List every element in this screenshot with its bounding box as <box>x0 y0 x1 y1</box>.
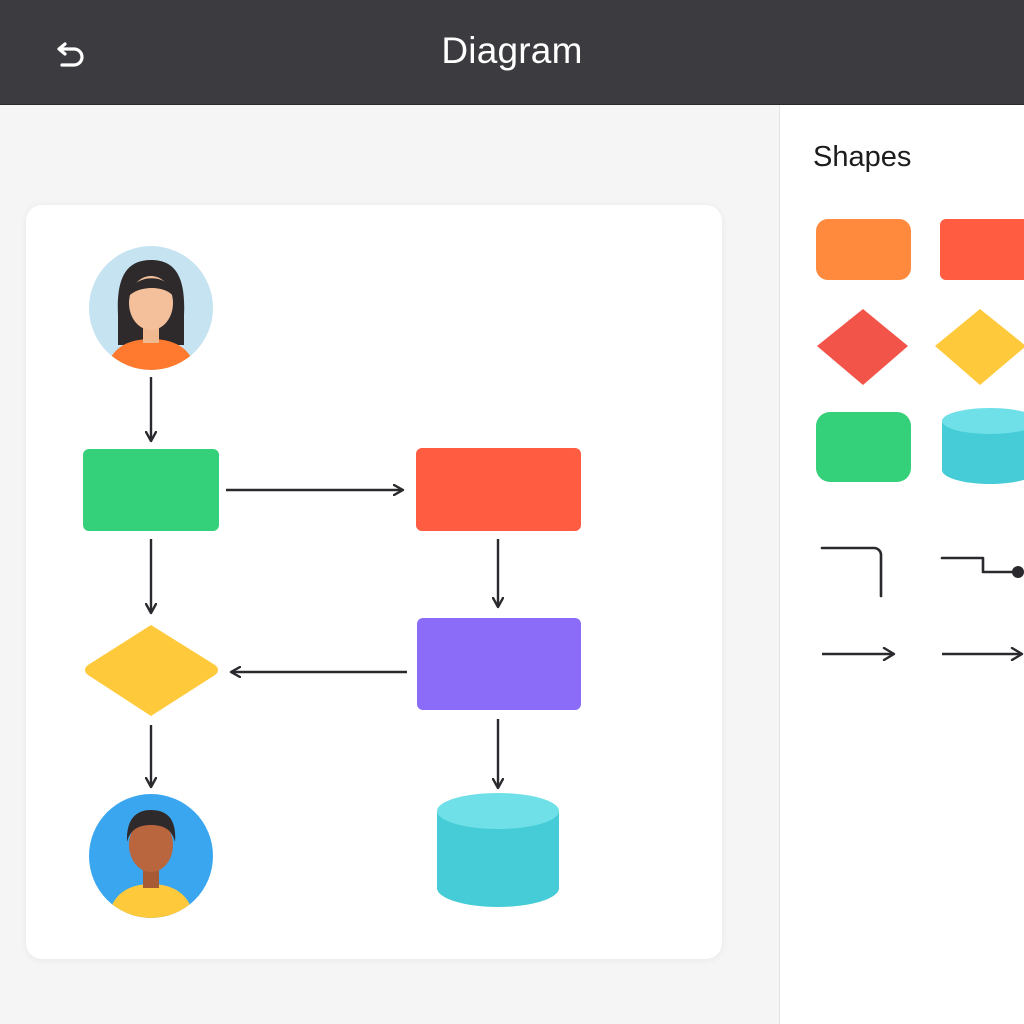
shape-diamond-yellow[interactable] <box>935 309 1024 385</box>
diagram-drawing <box>83 246 581 921</box>
top-bar: Diagram <box>0 0 1024 105</box>
process-green[interactable] <box>83 449 219 531</box>
diagram-canvas[interactable] <box>26 205 722 959</box>
connector-elbow[interactable] <box>820 546 883 598</box>
shape-rounded-rectangle-orange[interactable] <box>816 219 911 280</box>
process-purple[interactable] <box>417 618 581 710</box>
process-red[interactable] <box>416 448 581 531</box>
database-cyan[interactable] <box>437 793 559 907</box>
shape-palette <box>816 219 1024 1024</box>
avatar-woman[interactable] <box>89 246 213 375</box>
shapes-panel: Shapes <box>779 105 1024 1024</box>
avatar-man[interactable] <box>89 794 213 921</box>
shape-cylinder[interactable] <box>942 408 1024 484</box>
workspace <box>0 105 778 1024</box>
decision-yellow[interactable] <box>85 625 218 716</box>
page-title: Diagram <box>441 30 583 71</box>
shape-rectangle-red[interactable] <box>940 219 1024 280</box>
shape-diamond-red[interactable] <box>817 309 908 385</box>
connector-step[interactable] <box>940 556 1024 578</box>
undo-icon[interactable] <box>48 36 88 72</box>
panel-title: Shapes <box>813 141 912 173</box>
shape-rounded-rectangle-green[interactable] <box>816 412 911 482</box>
